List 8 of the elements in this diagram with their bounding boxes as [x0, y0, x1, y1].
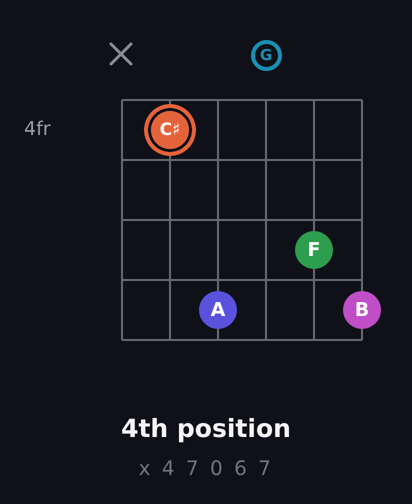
chord-title: 4th position — [121, 413, 291, 445]
fret-numbers: x 4 7 0 6 7 — [138, 455, 274, 481]
note-marker: B — [343, 291, 381, 329]
open-string-marker: G — [250, 40, 282, 70]
root-note-marker: C♯ — [144, 104, 196, 156]
note-marker: A — [199, 291, 237, 329]
fret-position-label: 4fr — [24, 117, 51, 141]
note-marker: F — [295, 231, 333, 269]
